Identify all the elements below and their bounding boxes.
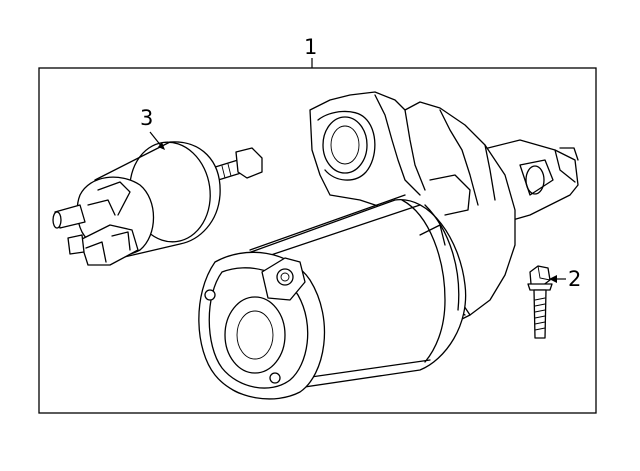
callout-2-arrowhead	[549, 275, 557, 283]
bolt	[527, 265, 553, 339]
callout-2-label: 2	[568, 267, 582, 291]
callout-1-label: 1	[304, 35, 318, 59]
callout-3-label: 3	[140, 106, 154, 130]
callout-3-arrowhead	[158, 142, 165, 150]
starter-motor	[198, 91, 579, 400]
solenoid	[52, 141, 263, 266]
diagram-frame	[38, 67, 597, 414]
